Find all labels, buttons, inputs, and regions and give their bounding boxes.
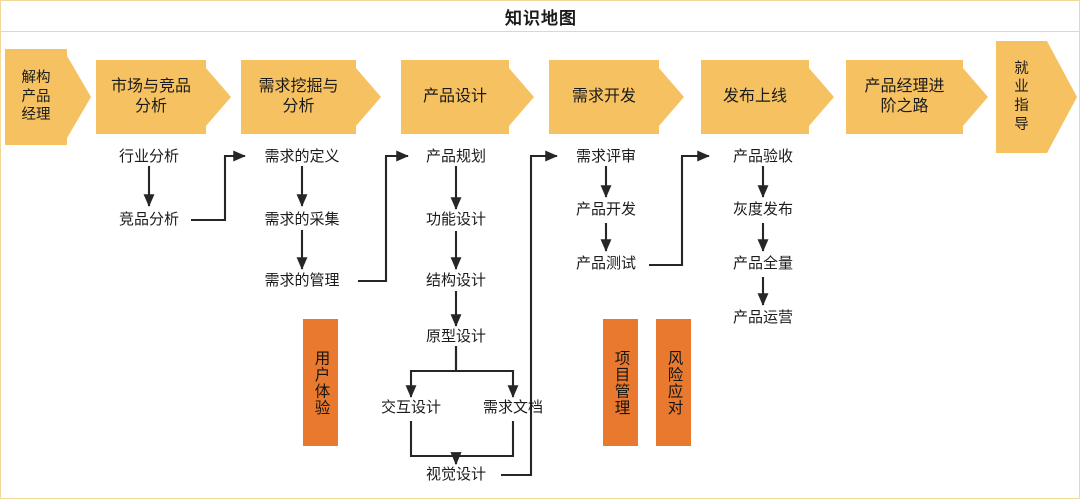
node-structure-design[interactable]: 结构设计 [425,272,487,289]
node-product-operation[interactable]: 产品运营 [732,309,794,326]
stage-banner-demand-mining[interactable]: 需求挖掘与 分析 [241,60,356,134]
stage-label-career: 就 业 指 导 [1014,60,1029,133]
node-product-planning[interactable]: 产品规划 [425,148,487,165]
arrow-prototype-to-requirement-doc [454,346,519,398]
node-interaction-design[interactable]: 交互设计 [380,399,442,416]
tag-label-user-experience: 用户体验 [312,349,330,416]
node-industry-analysis[interactable]: 行业分析 [118,148,180,165]
node-gray-release[interactable]: 灰度发布 [732,201,794,218]
arrow-demand-management-to-planning [358,150,409,283]
node-product-dev[interactable]: 产品开发 [575,201,637,218]
stage-banner-career[interactable]: 就 业 指 导 [996,41,1047,153]
stage-label-product-design: 产品设计 [422,87,487,105]
stage-banner-deconstruct-pm[interactable]: 解构 产品 经理 [5,49,67,145]
arrow-visual-to-demand-review [501,150,558,477]
node-function-design[interactable]: 功能设计 [425,211,487,228]
stage-label-demand-dev: 需求开发 [571,87,636,105]
stage-banner-product-design[interactable]: 产品设计 [401,60,509,134]
stage-label-pm-advance: 产品经理进 阶之路 [864,77,945,115]
tag-label-project-management: 项目管理 [612,349,630,416]
stage-label-deconstruct-pm: 解构 产品 经理 [21,70,51,124]
node-demand-review[interactable]: 需求评审 [575,148,637,165]
node-demand-definition[interactable]: 需求的定义 [264,148,340,165]
tag-risk-response[interactable]: 风险应对 [656,319,691,446]
arrow-requirement-doc-to-visual [450,421,515,465]
arrow-prototype-to-interaction [405,346,458,398]
tag-label-risk-response: 风险应对 [665,349,683,416]
stage-banner-demand-dev[interactable]: 需求开发 [549,60,659,134]
node-visual-design[interactable]: 视觉设计 [425,466,487,483]
stage-label-release: 发布上线 [722,87,787,105]
stage-label-market-competitor: 市场与竞品 分析 [110,77,191,115]
page-title: 知识地图 [505,8,577,28]
node-full-release[interactable]: 产品全量 [732,255,794,272]
arrow-product-test-to-acceptance [649,150,710,267]
node-prototype-design[interactable]: 原型设计 [425,328,487,345]
arrow-competitor-to-demand-definition [191,150,246,222]
node-product-acceptance[interactable]: 产品验收 [732,148,794,165]
diagram-title-bar: 知识地图 [1,1,1079,32]
stage-banner-market-competitor[interactable]: 市场与竞品 分析 [96,60,206,134]
stage-banner-release[interactable]: 发布上线 [701,60,809,134]
node-demand-management[interactable]: 需求的管理 [264,272,340,289]
node-competitor-analysis[interactable]: 竞品分析 [118,211,180,228]
node-requirement-doc[interactable]: 需求文档 [482,399,544,416]
tag-user-experience[interactable]: 用户体验 [303,319,338,446]
arrow-interaction-to-visual [409,421,462,465]
stage-label-demand-mining: 需求挖掘与 分析 [258,77,339,115]
node-demand-collection[interactable]: 需求的采集 [264,211,340,228]
node-product-test[interactable]: 产品测试 [575,255,637,272]
stage-banner-pm-advance[interactable]: 产品经理进 阶之路 [846,60,963,134]
tag-project-management[interactable]: 项目管理 [603,319,638,446]
